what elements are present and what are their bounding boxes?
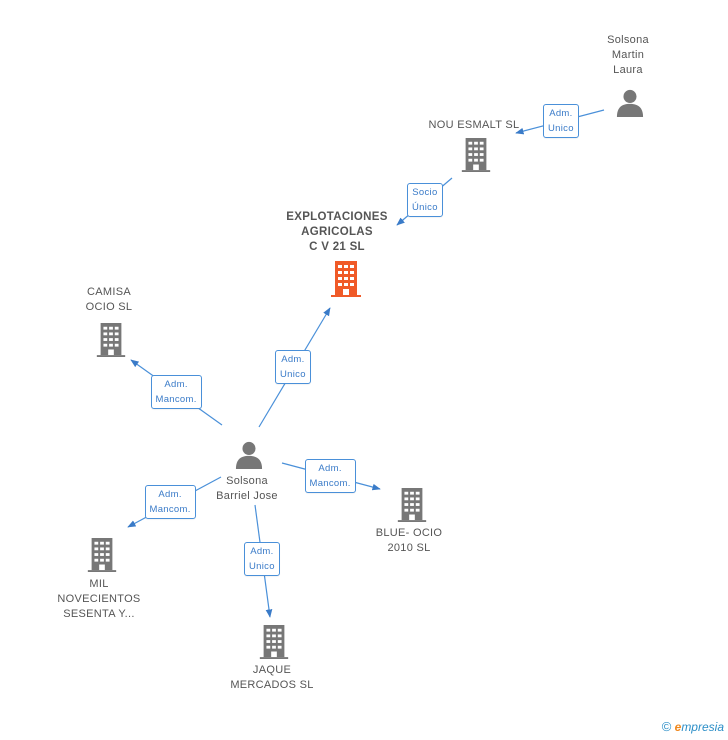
copyright-symbol: © bbox=[661, 719, 672, 734]
node-label-jaque[interactable]: JAQUE MERCADOS SL bbox=[230, 664, 314, 691]
node-label-nou-esmalt[interactable]: NOU ESMALT SL bbox=[428, 118, 520, 131]
node-label-solsona-martin[interactable]: Solsona Martin Laura bbox=[607, 33, 649, 76]
node-label-solsona-barriel[interactable]: Solsona Barriel Jose bbox=[216, 475, 278, 502]
edge-label-solsona-martin-to-nou-esmalt[interactable]: Adm. Unico bbox=[543, 104, 579, 138]
building-icon[interactable] bbox=[461, 138, 491, 172]
edge-label-solsona-barriel-to-explotaciones[interactable]: Adm. Unico bbox=[275, 350, 311, 384]
building-icon[interactable] bbox=[96, 323, 126, 357]
edge-label-solsona-barriel-to-mil-novecientos[interactable]: Adm. Mancom. bbox=[144, 485, 196, 519]
edge-label-nou-esmalt-to-explotaciones[interactable]: Socio Único bbox=[407, 183, 443, 217]
node-label-explotaciones[interactable]: EXPLOTACIONES AGRICOLAS C V 21 SL bbox=[286, 210, 388, 253]
node-label-mil-novecientos[interactable]: MIL NOVECIENTOS SESENTA Y... bbox=[57, 577, 141, 620]
brand-name: mpresia bbox=[681, 720, 724, 734]
edge-label-solsona-barriel-to-camisa[interactable]: Adm. Mancom. bbox=[150, 375, 202, 409]
person-icon[interactable] bbox=[616, 89, 644, 117]
node-label-blue-ocio[interactable]: BLUE- OCIO 2010 SL bbox=[375, 527, 443, 554]
edge-label-solsona-barriel-to-blue-ocio[interactable]: Adm. Mancom. bbox=[304, 459, 356, 493]
building-icon[interactable] bbox=[397, 488, 427, 522]
person-icon[interactable] bbox=[235, 441, 263, 469]
node-label-camisa[interactable]: CAMISA OCIO SL bbox=[85, 286, 133, 313]
footer: © empresia bbox=[662, 719, 724, 734]
building-icon[interactable] bbox=[87, 538, 117, 572]
edge-label-solsona-barriel-to-jaque[interactable]: Adm. Unico bbox=[244, 542, 280, 576]
brand-logo-initial: e bbox=[674, 720, 682, 734]
building-icon[interactable] bbox=[259, 625, 289, 659]
building-icon[interactable] bbox=[331, 261, 361, 297]
